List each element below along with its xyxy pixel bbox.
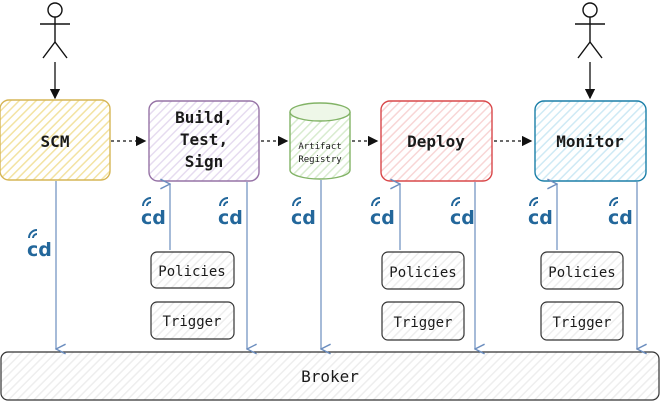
cd-events-icon-text: cd bbox=[141, 207, 166, 229]
operator-actor bbox=[575, 2, 605, 59]
cd-events-icon: cd bbox=[27, 229, 52, 261]
cd-events-icon: cd bbox=[528, 197, 553, 229]
cd-events-icon-text: cd bbox=[291, 207, 316, 229]
monitor-node: Monitor bbox=[534, 100, 647, 182]
monitor-policies-box: Policies bbox=[540, 251, 624, 290]
monitor-trigger-label: Trigger bbox=[552, 315, 611, 331]
monitor-label: Monitor bbox=[556, 132, 623, 151]
build-policies-box: Policies bbox=[150, 251, 235, 289]
cd-events-icon: cd bbox=[141, 197, 166, 229]
cd-events-icon: cd bbox=[370, 197, 395, 229]
cd-events-icon-text: cd bbox=[450, 207, 475, 229]
monitor-trigger-box: Trigger bbox=[540, 301, 624, 341]
build-trigger-label: Trigger bbox=[162, 314, 221, 330]
deploy-policies-label: Policies bbox=[389, 265, 456, 281]
deploy-trigger-box: Trigger bbox=[381, 301, 465, 341]
cd-events-icon-text: cd bbox=[528, 207, 553, 229]
artifact-registry-node: Artifact Registry bbox=[289, 102, 351, 180]
build-node: Build, Test, Sign bbox=[148, 100, 260, 182]
broker-label: Broker bbox=[301, 367, 359, 386]
deploy-label: Deploy bbox=[407, 132, 465, 151]
deploy-policies-box: Policies bbox=[381, 251, 465, 290]
artifact-label-line1: Artifact bbox=[298, 142, 341, 152]
developer-actor bbox=[40, 2, 70, 59]
cd-events-icon: cd bbox=[450, 197, 475, 229]
scm-node: SCM bbox=[0, 99, 111, 181]
cd-events-icon-text: cd bbox=[218, 207, 243, 229]
broker-bar: Broker bbox=[0, 351, 660, 401]
cd-events-icon: cd bbox=[608, 197, 633, 229]
build-label-line1: Build, bbox=[175, 108, 233, 127]
artifact-label-line2: Registry bbox=[298, 155, 342, 165]
cd-events-icon: cd bbox=[291, 197, 316, 229]
build-policies-label: Policies bbox=[158, 264, 225, 280]
cd-events-icon-text: cd bbox=[27, 239, 52, 261]
deploy-trigger-label: Trigger bbox=[393, 315, 452, 331]
cd-events-icon-text: cd bbox=[370, 207, 395, 229]
build-trigger-box: Trigger bbox=[150, 301, 235, 340]
cd-events-icon: cd bbox=[218, 197, 243, 229]
monitor-policies-label: Policies bbox=[548, 265, 615, 281]
scm-label: SCM bbox=[41, 132, 70, 151]
build-label-line3: Sign bbox=[185, 152, 224, 171]
deploy-node: Deploy bbox=[380, 100, 493, 182]
build-label-line2: Test, bbox=[180, 130, 228, 149]
cd-events-icon-text: cd bbox=[608, 207, 633, 229]
